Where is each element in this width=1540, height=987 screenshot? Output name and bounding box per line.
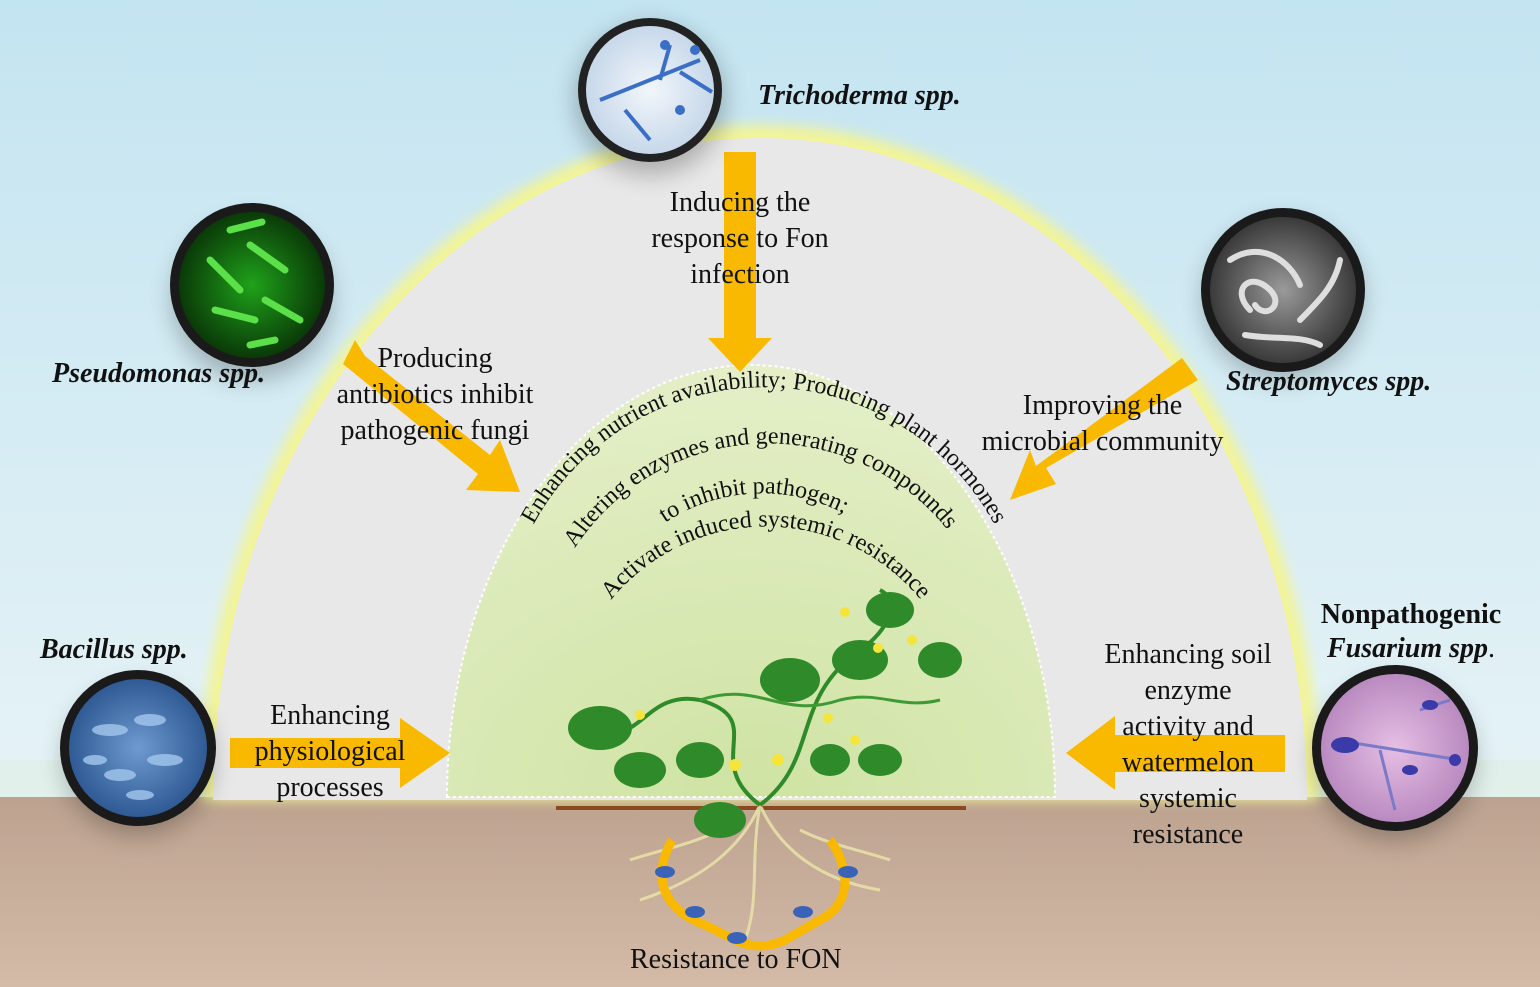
fusarium-mechanism-line2: enzyme: [1144, 675, 1232, 706]
pseudomonas-mechanism-line1: Producing: [377, 343, 493, 374]
trichoderma-mechanism-line1: Inducing the: [669, 187, 811, 218]
fusarium-mechanism-line3: activity and: [1122, 711, 1254, 742]
trichoderma-mechanism: Inducing the response to Fon infection: [600, 185, 880, 293]
arrow-fusarium: [1066, 716, 1285, 790]
fusarium-mechanism-line5: systemic: [1139, 783, 1237, 814]
bacillus-micrograph-icon: [60, 670, 216, 835]
fusarium-mechanism-line4: watermelon: [1121, 747, 1255, 778]
trichoderma-mechanism-line2: response to Fon: [651, 223, 829, 254]
fusarium-label-line1: Nonpathogenic: [1320, 599, 1502, 630]
bacillus-mechanism: Enhancing physiological processes: [230, 698, 430, 806]
arrow-bacillus: [230, 718, 450, 788]
resistance-loop: [657, 837, 850, 951]
fusarium-label-period: .: [1488, 633, 1496, 664]
arrow-trichoderma: [708, 152, 772, 372]
arrow-pseudomonas: [343, 340, 520, 492]
streptomyces-mechanism: Improving the microbial community: [960, 388, 1245, 460]
pseudomonas-mechanism-line3: pathogenic fungi: [340, 415, 530, 446]
arrow-streptomyces: [1010, 358, 1198, 500]
watermelon-plant-icon: [568, 588, 962, 838]
fusarium-mechanism-line1: Enhancing soil: [1104, 639, 1272, 670]
streptomyces-label: Streptomyces spp.: [1226, 366, 1432, 397]
soil-background: [0, 797, 1540, 987]
fusarium-label-line2-wrap: Fusarium spp.: [1300, 632, 1522, 666]
streptomyces-mechanism-line2: microbial community: [981, 426, 1224, 457]
trichoderma-label: Trichoderma spp.: [758, 80, 961, 111]
fusarium-label-line2: Fusarium spp: [1326, 633, 1489, 664]
fusarium-mechanism: Enhancing soil enzyme activity and water…: [1088, 637, 1288, 853]
bacillus-mechanism-line1: Enhancing: [270, 700, 390, 731]
bacillus-label: Bacillus spp.: [40, 634, 188, 665]
trichoderma-mechanism-line3: infection: [690, 259, 790, 290]
pseudomonas-micrograph-icon: [170, 203, 334, 380]
pseudomonas-label: Pseudomonas spp.: [52, 358, 266, 389]
streptomyces-mechanism-line1: Improving the: [1022, 390, 1183, 421]
pseudomonas-mechanism-line2: antibiotics inhibit: [336, 379, 534, 410]
bacillus-mechanism-line2: physiological: [254, 736, 406, 767]
arrows: [230, 152, 1285, 790]
streptomyces-micrograph-icon: [1201, 208, 1365, 380]
result-label: Resistance to FON: [630, 944, 842, 975]
trichoderma-micrograph-icon: [575, 18, 725, 175]
fusarium-micrograph-icon: [1312, 665, 1478, 840]
pathogen-markers: [655, 866, 858, 944]
fusarium-label: Nonpathogenic Fusarium spp.: [1300, 598, 1522, 666]
bacillus-mechanism-line3: processes: [276, 772, 384, 803]
pseudomonas-mechanism: Producing antibiotics inhibit pathogenic…: [310, 341, 560, 449]
fusarium-mechanism-line6: resistance: [1132, 819, 1244, 850]
inner-dome: [445, 364, 1057, 798]
